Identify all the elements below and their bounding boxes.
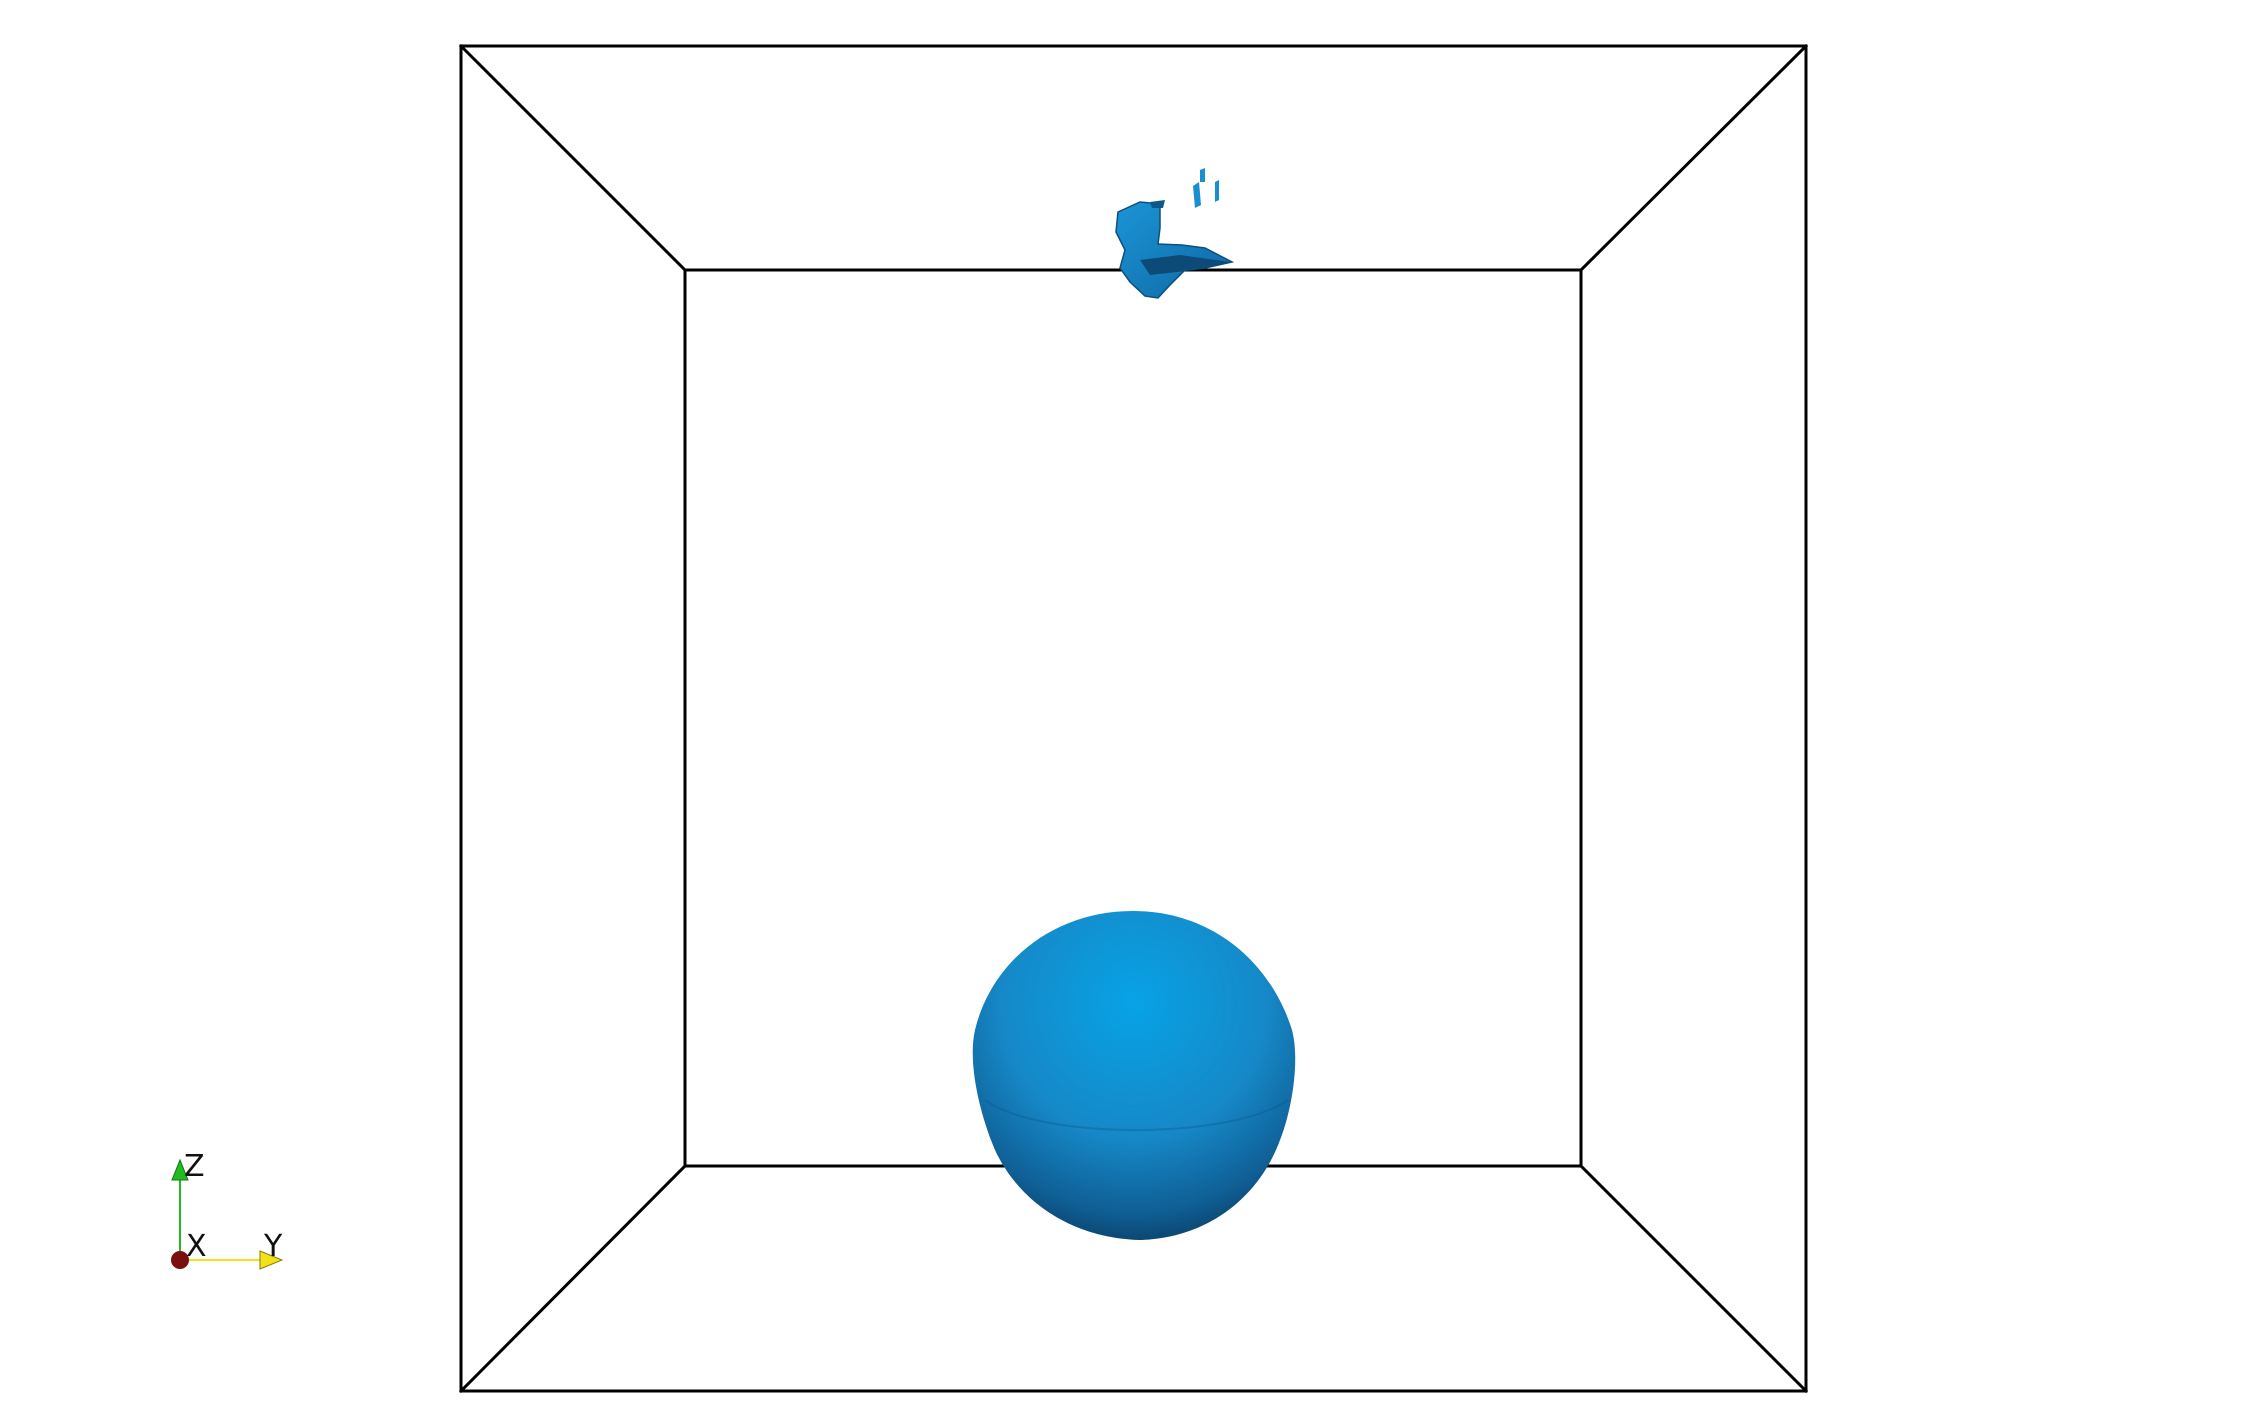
orientation-axes: Z X Y: [171, 1149, 284, 1270]
fragment-shadow: [1140, 255, 1230, 275]
box-edge-bottom-left: [458, 1163, 688, 1394]
sphere-shade-line: [984, 1099, 1289, 1131]
sphere-droplet[interactable]: [972, 911, 1296, 1240]
y-axis-label: Y: [263, 1229, 283, 1264]
x-axis-label: X: [186, 1229, 207, 1264]
fragment-chip-2: [1193, 182, 1201, 208]
box-edge-top-left: [458, 43, 688, 273]
fragment-chip-4: [1215, 180, 1219, 202]
fragment-chip-1: [1150, 200, 1165, 208]
irregular-fragment[interactable]: [1115, 168, 1235, 299]
box-edge-top-right: [1578, 43, 1809, 273]
outer-box-face: [459, 44, 1808, 1393]
fragment-main: [1115, 201, 1235, 299]
y-axis-arrow-icon: [259, 1250, 284, 1270]
fragment-chip-3: [1200, 168, 1205, 182]
box-edge-bottom-right: [1578, 1163, 1809, 1394]
x-axis-dot-icon: [171, 1251, 189, 1269]
z-axis-arrow-icon: [171, 1158, 189, 1181]
sphere-surface: [972, 911, 1296, 1240]
z-axis-label: Z: [184, 1149, 205, 1184]
